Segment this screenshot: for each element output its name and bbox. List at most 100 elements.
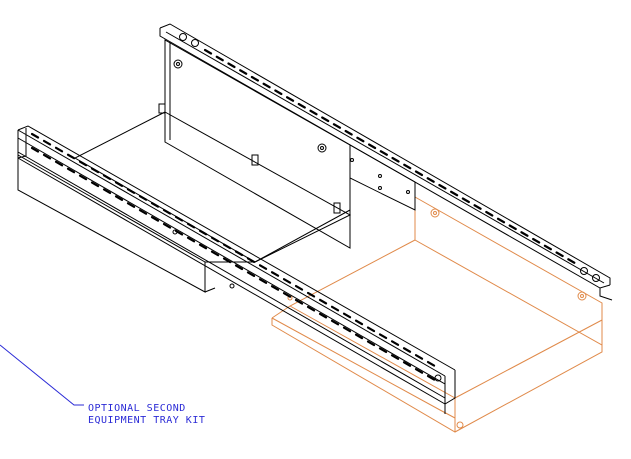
back-rail-front — [159, 28, 611, 289]
rail-slot — [222, 257, 232, 264]
rivet — [229, 283, 235, 289]
rail-slot — [508, 224, 517, 231]
back-rail-end — [599, 288, 613, 301]
rail-slot — [344, 129, 353, 136]
rail-screw — [179, 33, 187, 41]
rail-slot — [174, 215, 184, 222]
optional-tray-bottom-inner — [289, 305, 456, 399]
rail-slot — [567, 258, 576, 264]
rail-slot — [485, 210, 494, 217]
panel-hardware — [158, 59, 410, 289]
rail-slot — [321, 116, 330, 123]
rail-slot — [210, 250, 220, 257]
tray-floor-inner — [254, 209, 351, 263]
rail-slot — [215, 55, 224, 62]
rail-slot — [403, 163, 412, 170]
rail-slot — [246, 271, 256, 278]
rail-slot — [390, 340, 400, 346]
rivet — [378, 174, 382, 178]
rail-screw — [434, 374, 442, 382]
rail-slot — [449, 190, 459, 197]
rail-slot — [356, 136, 365, 143]
rail-slot — [318, 312, 328, 319]
lower-box — [17, 154, 206, 293]
rail-slot — [198, 229, 208, 236]
front-rail-edge4 — [17, 157, 446, 405]
rail-slot — [342, 326, 352, 333]
rail-slot — [66, 153, 76, 160]
rail-slot — [66, 167, 76, 174]
standoff — [333, 202, 341, 214]
rail-slot — [426, 177, 435, 183]
rail-slot — [543, 244, 553, 251]
front-rail-lower-slots — [30, 146, 436, 381]
rail-slot — [402, 361, 412, 367]
rail-slot — [54, 146, 64, 153]
back-rail-top — [159, 23, 611, 285]
standoff — [158, 103, 166, 114]
rail-slot — [150, 202, 160, 208]
rail-slot — [102, 174, 112, 181]
rail-slot — [114, 181, 124, 187]
rail-slot — [150, 216, 160, 222]
rail-slot — [414, 354, 424, 360]
rail-slot — [461, 197, 470, 204]
rivet — [378, 186, 382, 190]
bolt — [176, 62, 180, 66]
optional-tray-side-edge — [454, 319, 603, 399]
rail-slot — [379, 150, 388, 156]
rail-slot — [54, 160, 64, 167]
back-rail-slots — [203, 48, 576, 264]
rail-slot — [42, 153, 52, 160]
callout-label-line2: EQUIPMENT TRAY KIT — [88, 415, 205, 426]
rail-slot — [555, 251, 564, 258]
rail-slot — [262, 82, 271, 89]
rail-slot — [198, 243, 208, 250]
optional-tray-bolt — [433, 211, 437, 215]
rail-slot — [390, 354, 400, 360]
rail-slot — [306, 305, 316, 312]
standoff — [251, 154, 259, 166]
rail-slot — [162, 208, 172, 215]
rail-slot — [102, 188, 112, 195]
rail-slot — [78, 160, 88, 167]
front-rail-edge3 — [17, 151, 446, 399]
rail-slot — [473, 204, 482, 210]
optional-tray-bolt — [580, 294, 584, 298]
rivet — [406, 190, 410, 194]
rail-slot — [306, 291, 316, 298]
rail-slot — [285, 96, 295, 102]
rail-slot — [114, 195, 124, 201]
rail-slot — [270, 285, 280, 291]
bolt — [320, 146, 324, 150]
rail-slot — [414, 368, 424, 374]
callout-leader-line — [0, 344, 84, 406]
rail-slot — [391, 156, 400, 163]
rail-slot — [258, 264, 268, 270]
rail-screw — [580, 267, 588, 275]
rail-slot — [90, 181, 100, 188]
front-rail-end-left — [17, 128, 27, 159]
callout-label-line1: OPTIONAL SECOND — [88, 403, 186, 414]
rail-slot — [402, 347, 412, 353]
front-rail-edge2 — [17, 137, 446, 385]
rail-slot — [414, 170, 424, 177]
rail-slot — [246, 257, 256, 264]
rail-slot — [186, 222, 196, 229]
rail-slot — [126, 202, 136, 208]
rail-slot — [378, 333, 388, 340]
lower-box-side — [204, 287, 216, 293]
rail-slot — [186, 236, 196, 243]
rail-slot — [330, 319, 340, 326]
rail-slot — [239, 69, 248, 75]
rail-slot — [138, 195, 148, 201]
rail-slot — [520, 231, 529, 237]
optional-tray-bolt — [456, 421, 464, 429]
rail-slot — [30, 146, 40, 153]
rail-slot — [250, 75, 260, 82]
callout: OPTIONAL SECOND EQUIPMENT TRAY KIT — [0, 344, 205, 426]
rail-slot — [138, 209, 148, 215]
rail-slot — [426, 360, 436, 367]
back-rail — [159, 23, 613, 301]
rail-slot — [227, 62, 236, 69]
